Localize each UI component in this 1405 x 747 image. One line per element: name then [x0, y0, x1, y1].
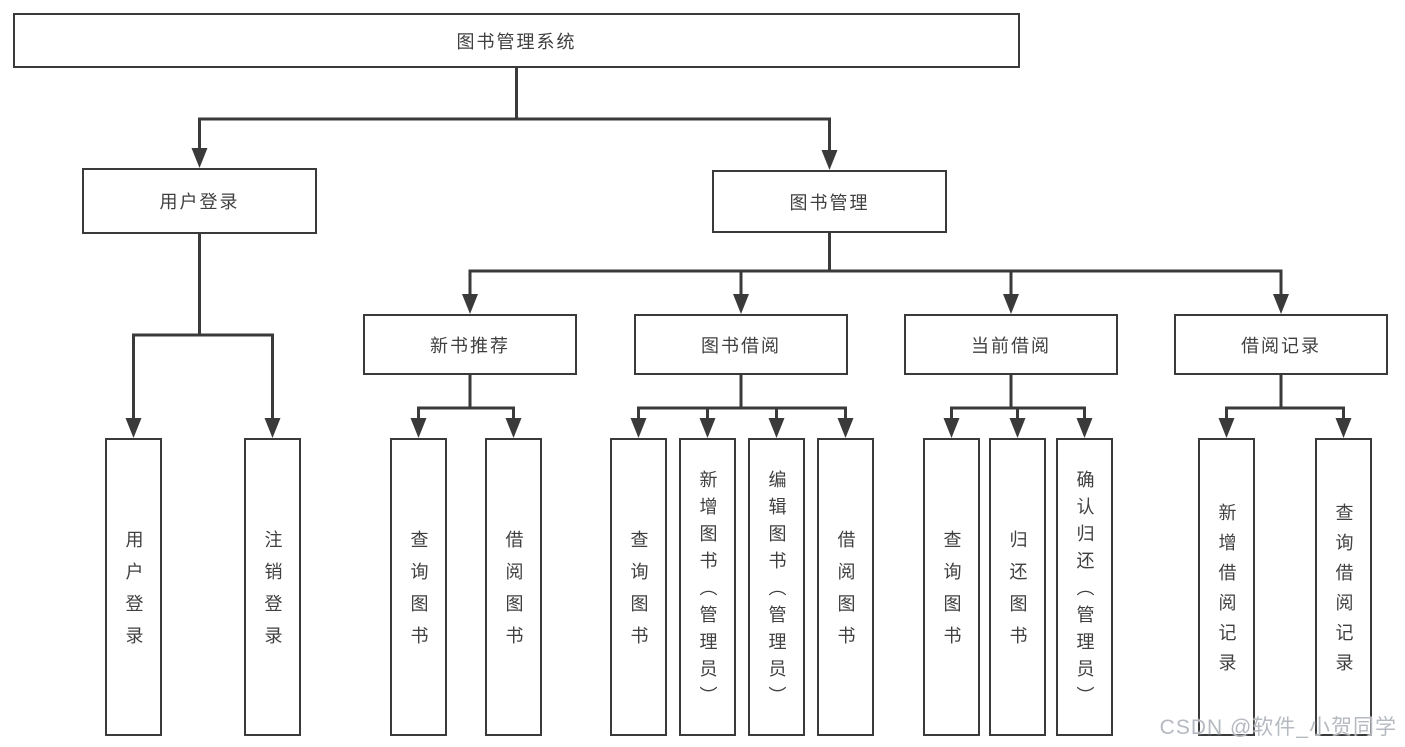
node-bb-edit-book: 编辑图书（管理员）: [748, 438, 805, 736]
node-bb-query-book: 查询图书: [610, 438, 667, 736]
node-label: 借阅图书: [835, 530, 856, 658]
node-borrow-records: 借阅记录: [1174, 314, 1388, 375]
arrowhead-icon: [191, 148, 208, 168]
node-nbr-query-book: 查询图书: [390, 438, 447, 736]
node-nbr-borrow-book: 借阅图书: [485, 438, 542, 736]
node-label: 归还图书: [1007, 530, 1028, 658]
node-bb-add-book: 新增图书（管理员）: [679, 438, 736, 736]
node-label: 新增图书（管理员）: [697, 470, 718, 713]
node-user-login: 用户登录: [82, 168, 317, 234]
node-label: 查询图书: [941, 530, 962, 658]
arrowhead-icon: [1076, 418, 1093, 438]
node-cb-confirm-return: 确认归还（管理员）: [1056, 438, 1113, 736]
node-label: 新书推荐: [430, 335, 510, 356]
node-book-mgmt: 图书管理: [712, 170, 947, 233]
arrowhead-icon: [630, 418, 647, 438]
arrowhead-icon: [1273, 294, 1289, 314]
node-label: 新增借阅记录: [1216, 503, 1237, 683]
arrowhead-icon: [410, 418, 427, 438]
node-label: 用户登录: [159, 192, 240, 212]
node-label: 图书管理系统: [456, 31, 577, 52]
node-root: 图书管理系统: [13, 13, 1020, 68]
node-current-borrow: 当前借阅: [904, 314, 1118, 375]
node-label: 当前借阅: [971, 335, 1051, 356]
arrowhead-icon: [1218, 418, 1235, 438]
node-cb-return-book: 归还图书: [989, 438, 1046, 736]
node-label: 查询借阅记录: [1333, 503, 1354, 683]
node-leaf-user-login: 用户登录: [105, 438, 162, 736]
node-br-add-record: 新增借阅记录: [1198, 438, 1255, 736]
node-cb-query-book: 查询图书: [923, 438, 980, 736]
arrowhead-icon: [1009, 418, 1026, 438]
node-label: 用户登录: [123, 530, 144, 658]
arrowhead-icon: [462, 294, 478, 314]
node-label: 注销登录: [262, 530, 283, 658]
node-label: 编辑图书（管理员）: [766, 470, 787, 713]
node-label: 确认归还（管理员）: [1074, 470, 1095, 713]
arrowhead-icon: [505, 418, 522, 438]
arrowhead-icon: [733, 294, 749, 314]
node-label: 借阅图书: [503, 530, 524, 658]
node-leaf-logout: 注销登录: [244, 438, 301, 736]
arrowhead-icon: [1003, 294, 1019, 314]
node-label: 借阅记录: [1241, 335, 1321, 356]
arrowhead-icon: [264, 418, 281, 438]
arrowhead-icon: [768, 418, 785, 438]
arrowhead-icon: [821, 150, 838, 170]
node-book-borrow: 图书借阅: [634, 314, 848, 375]
node-label: 图书借阅: [701, 335, 781, 356]
node-br-query-record: 查询借阅记录: [1315, 438, 1372, 736]
node-label: 查询图书: [408, 530, 429, 658]
arrowhead-icon: [837, 418, 854, 438]
csdn-watermark: CSDN @软件_小贺同学: [1159, 716, 1397, 739]
node-new-book-rec: 新书推荐: [363, 314, 577, 375]
arrowhead-icon: [125, 418, 142, 438]
node-bb-borrow-book: 借阅图书: [817, 438, 874, 736]
arrowhead-icon: [1335, 418, 1352, 438]
arrowhead-icon: [943, 418, 960, 438]
arrowhead-icon: [699, 418, 716, 438]
node-label: 图书管理: [789, 192, 870, 213]
node-label: 查询图书: [628, 530, 649, 658]
